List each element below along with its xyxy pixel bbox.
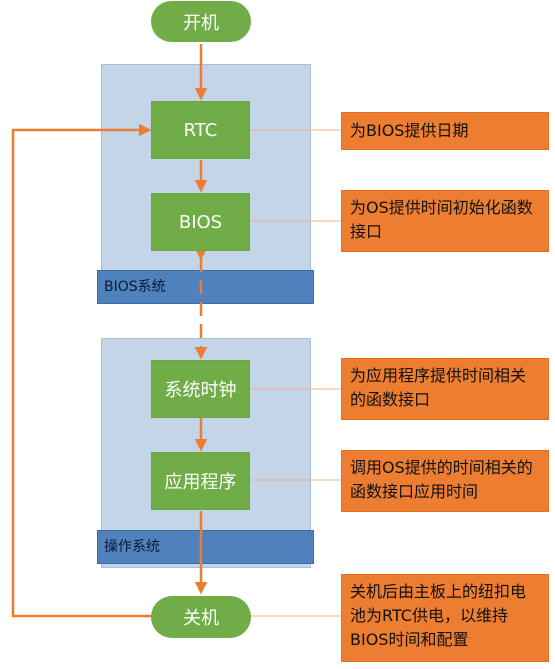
rtc-node: RTC [151, 101, 250, 159]
bios-note: 为OS提供时间初始化函数接口 [341, 190, 549, 252]
os-system-label: 操作系统 [97, 530, 314, 564]
bios-node: BIOS [151, 193, 250, 251]
start-node: 开机 [151, 1, 251, 42]
application-note: 调用OS提供的时间相关的函数接口应用时间 [341, 450, 549, 512]
shutdown-note: 关机后由主板上的纽扣电池为RTC供电，以维持BIOS时间和配置 [341, 574, 549, 662]
rtc-note: 为BIOS提供日期 [341, 112, 549, 150]
shutdown-node: 关机 [151, 596, 251, 638]
system-clock-note: 为应用程序提供时间相关的函数接口 [341, 358, 549, 420]
loop-shutdown-to-rtc [11, 123, 155, 618]
application-node: 应用程序 [151, 452, 250, 510]
system-clock-node: 系统时钟 [151, 360, 250, 418]
